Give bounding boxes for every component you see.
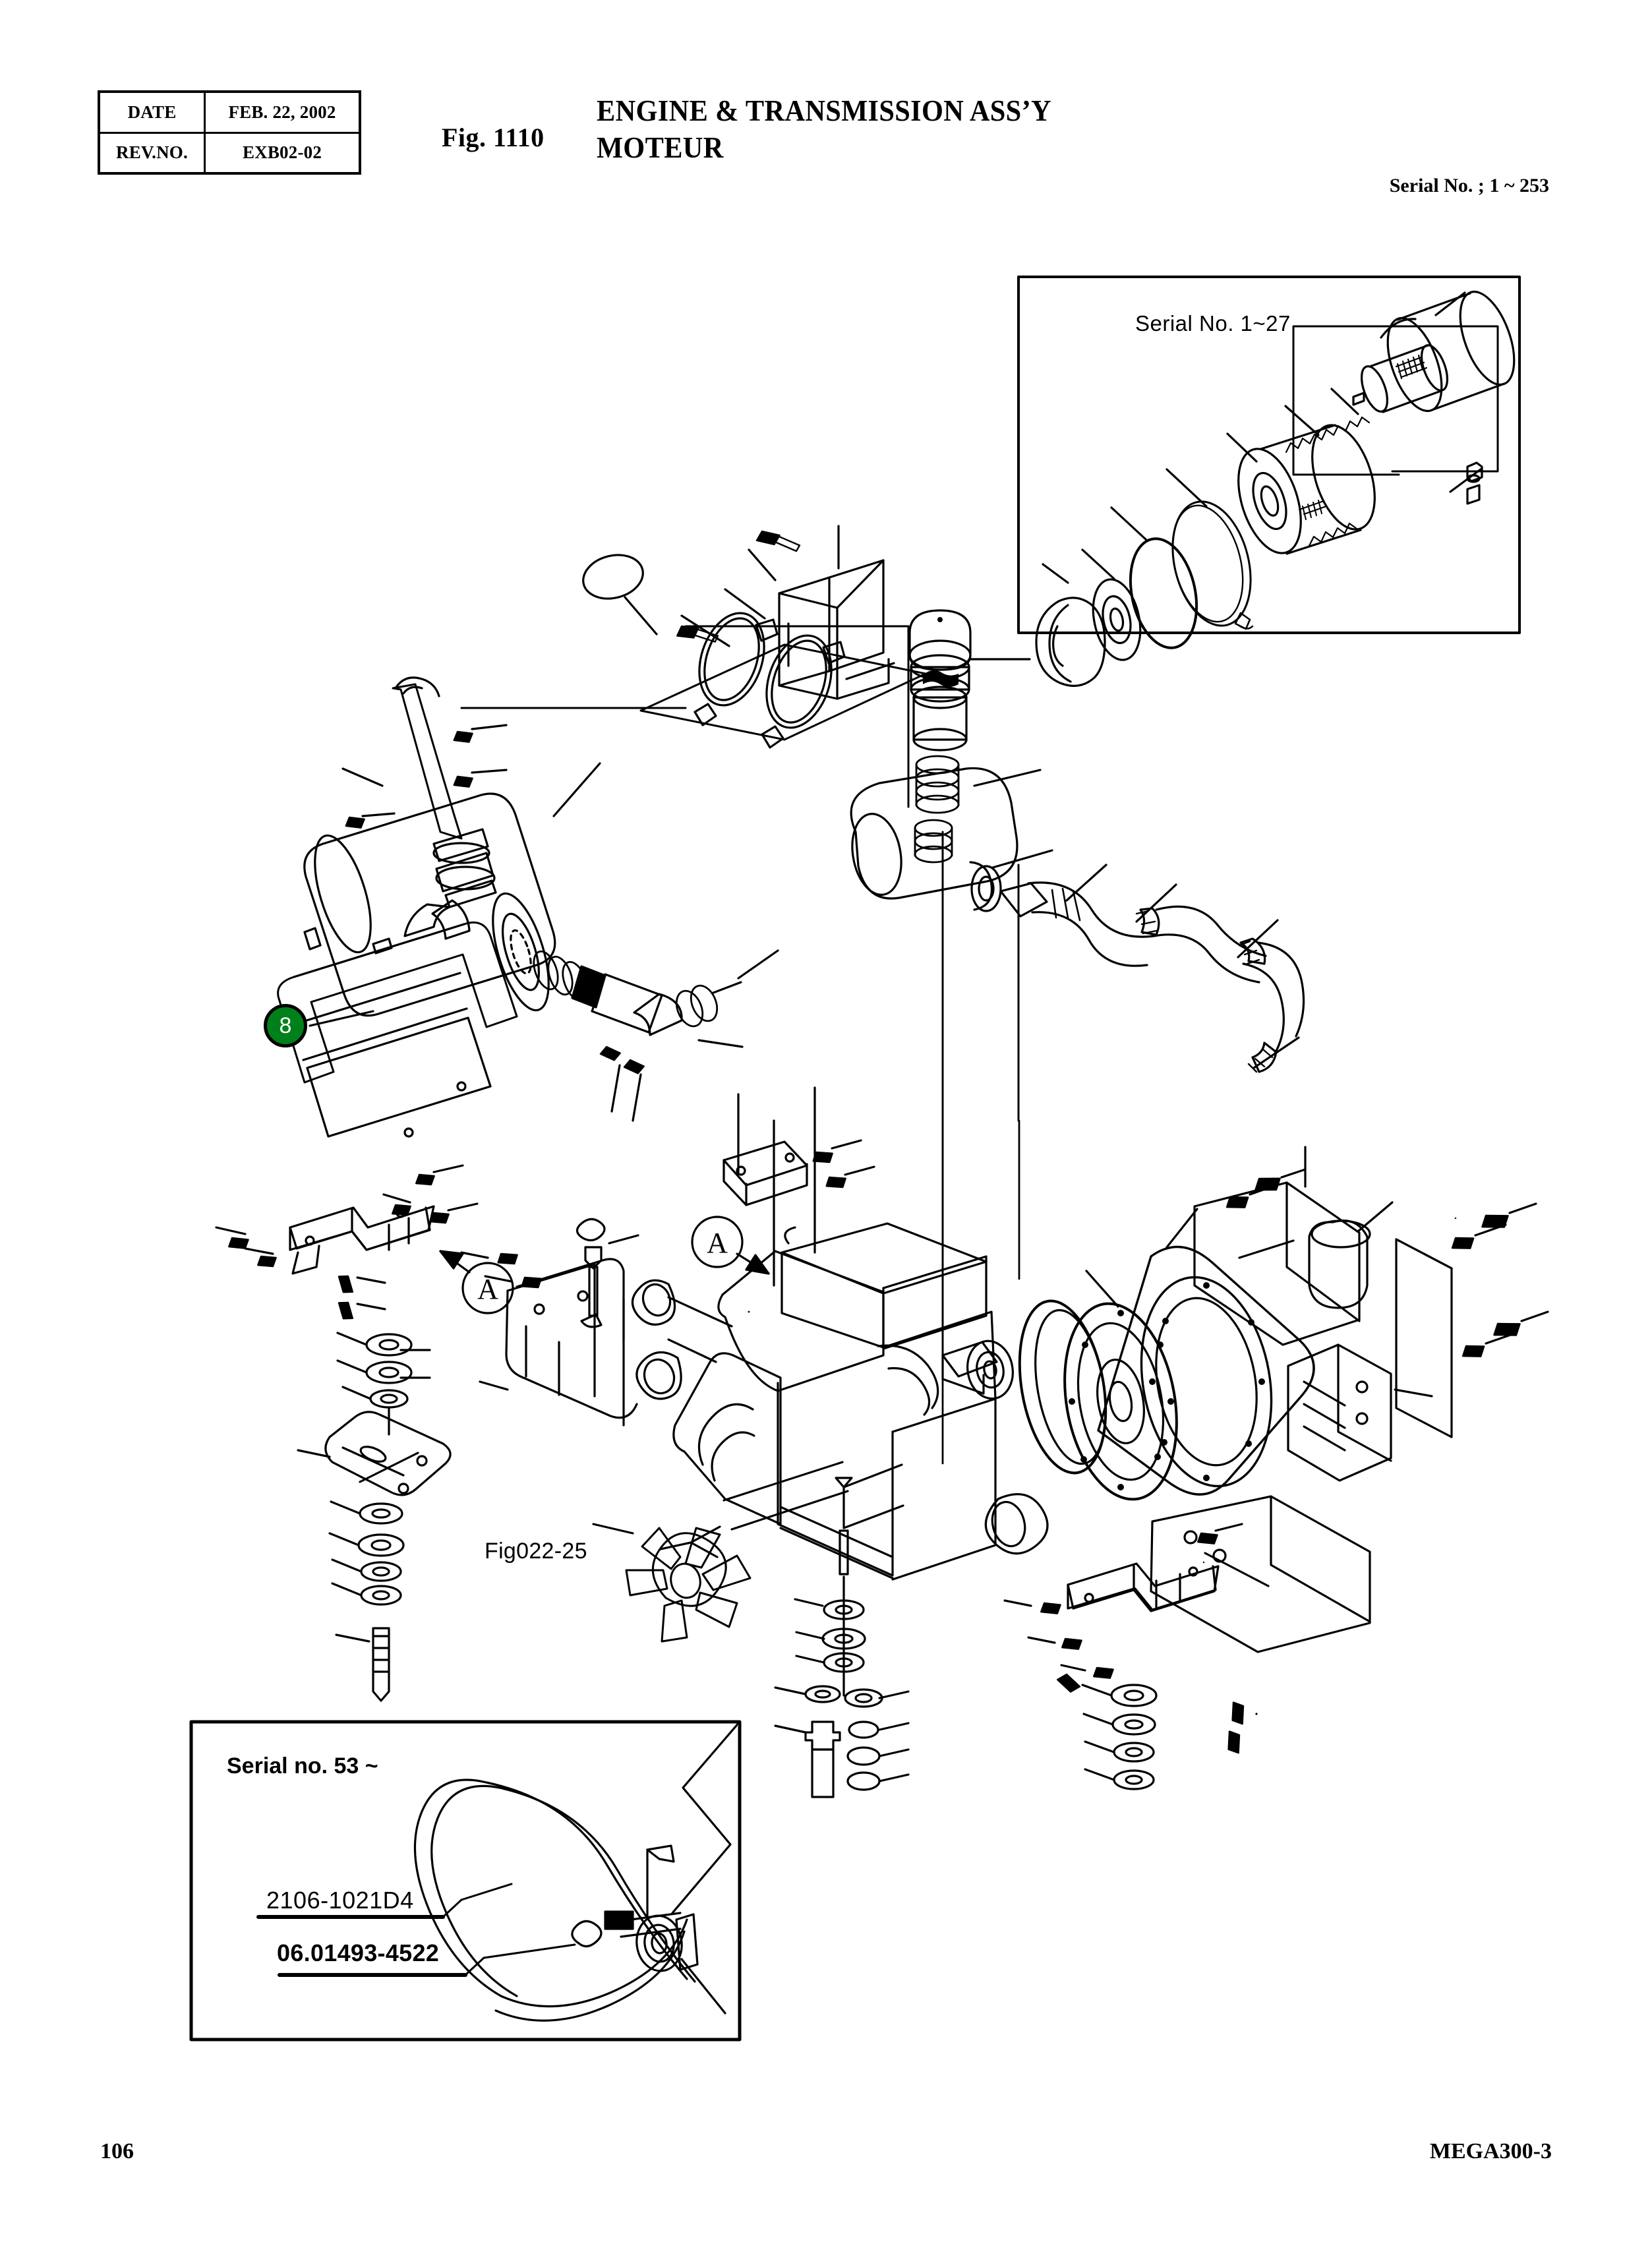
section-marker-a-left: [439, 1250, 514, 1314]
fastener-group-top: [676, 530, 801, 643]
air-cleaner-assembly: [639, 525, 1305, 1073]
inset-top-serial-label: Serial No. 1~27: [1135, 311, 1291, 336]
revno-value: EXB02-02: [242, 142, 322, 163]
date-label: DATE: [100, 93, 206, 132]
fastener-group-bottom: [1056, 1561, 1205, 1693]
section-marker-a-right: [691, 1216, 770, 1275]
engine-mount-left: [215, 1164, 479, 1320]
title-french: MOTEUR: [597, 131, 724, 165]
isolator-stack-right: [1081, 1684, 1158, 1790]
mount-bracket-lower-right-small: [723, 1086, 875, 1287]
fastener-group-lower-right: [1227, 1217, 1457, 1754]
table-row: REV.NO. EXB02-02: [100, 131, 359, 172]
engine-mount-right: [1003, 1523, 1243, 1679]
callout-marker-8[interactable]: 8: [264, 1004, 307, 1047]
engine-block: [592, 1222, 1049, 1643]
svg-text:A: A: [477, 1273, 498, 1305]
gasket-oval: [582, 554, 658, 635]
mount-bracket-lower-left: [460, 1218, 639, 1427]
inset-box-bottom-left: [189, 1720, 742, 2042]
page-number: 106: [100, 2139, 134, 2163]
assembly-guide-lines: [748, 1119, 1020, 1465]
svg-text:A: A: [707, 1227, 728, 1259]
inset-box-top-right: [1017, 276, 1521, 688]
figure-reference: Fig022-25: [485, 1539, 587, 1564]
page-title: ENGINE & TRANSMISSION ASS’Y MOTEUR: [597, 92, 1091, 166]
transmission-assembly: [1018, 1146, 1549, 1653]
figure-number: Fig. 1110: [442, 123, 545, 152]
table-row: DATE FEB. 22, 2002: [100, 93, 359, 132]
title-english: ENGINE & TRANSMISSION ASS’Y: [597, 94, 1051, 127]
date-value: FEB. 22, 2002: [228, 102, 336, 122]
model-designation: MEGA300-3: [1429, 2139, 1552, 2163]
isolator-stack-left: [297, 1332, 452, 1702]
inset-bottom-serial-label: Serial no. 53 ~: [227, 1753, 378, 1779]
assembly-outline: [460, 625, 1020, 1359]
revno-label: REV.NO.: [100, 133, 206, 172]
part-number-1: 2106-1021D4: [266, 1887, 414, 1914]
revision-table: DATE FEB. 22, 2002 REV.NO. EXB02-02: [98, 90, 361, 175]
muffler-assembly: [277, 676, 779, 1138]
serial-number-note: Serial No. ; 1 ~ 253: [1389, 175, 1549, 196]
part-number-2: 06.01493-4522: [277, 1939, 440, 1966]
isolator-stack-center: [774, 1463, 910, 1798]
